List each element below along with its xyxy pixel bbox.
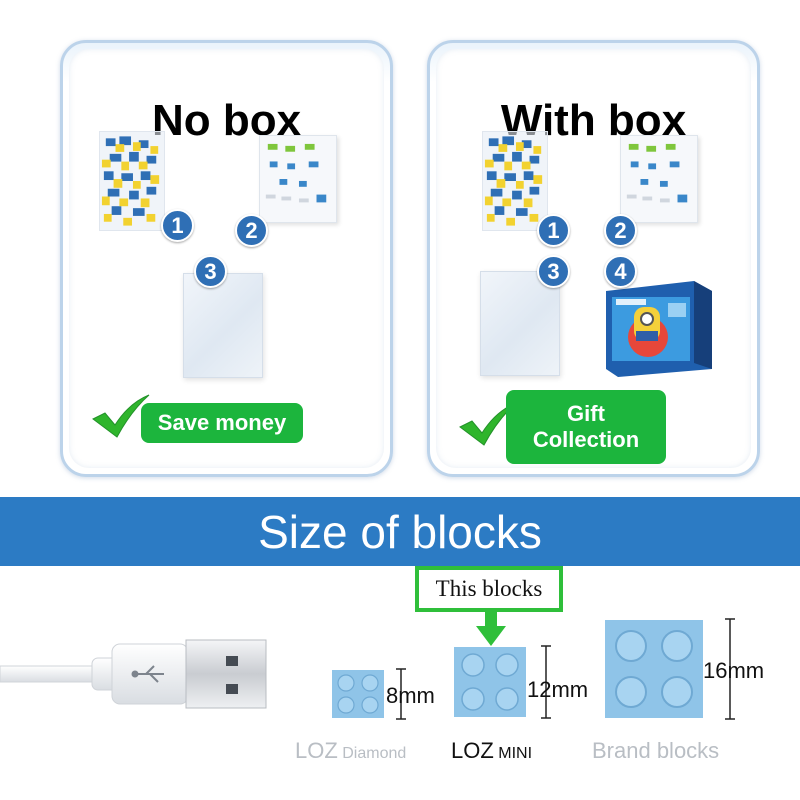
block-name-main: LOZ (451, 738, 494, 763)
dimension-bracket-16mm (723, 618, 737, 720)
size-of-blocks-banner: Size of blocks (0, 497, 800, 566)
number-badge-1: 1 (537, 214, 570, 247)
parts-bag-image (99, 131, 165, 231)
gift-collection-badge: Gift Collection (506, 390, 666, 464)
brand-block (605, 620, 703, 718)
number-badge-3: 3 (537, 255, 570, 288)
plastic-bag-image (480, 271, 560, 376)
number-badge-3: 3 (194, 255, 227, 288)
block-name-brand: Brand blocks (592, 738, 720, 763)
save-money-badge: Save money (141, 403, 303, 443)
benefit-line-1: Gift (567, 400, 605, 426)
loz-diamond-block (332, 670, 384, 718)
arrow-down-icon (476, 610, 506, 646)
loz-mini-block (454, 647, 526, 717)
instruction-manual-image (259, 135, 337, 223)
number-badge-2: 2 (235, 214, 268, 247)
usb-symbol-icon (131, 665, 164, 683)
block-name-sub: Diamond (342, 745, 407, 762)
dimension-bracket-8mm (394, 668, 408, 720)
with-box-title: With box (500, 96, 687, 145)
block-name-sub: MINI (498, 745, 533, 762)
dimension-bracket-12mm (539, 645, 553, 719)
number-badge-2: 2 (604, 214, 637, 247)
number-badge-1: 1 (161, 209, 194, 242)
instruction-manual-image (620, 135, 698, 223)
parts-bag-image (482, 131, 548, 231)
block-name-loz-mini: LOZ MINI (451, 740, 532, 762)
with-box-panel: With box (427, 40, 760, 477)
this-blocks-callout: This blocks (415, 566, 563, 612)
block-name-loz-diamond: LOZ Diamond (295, 740, 406, 762)
number-badge-4: 4 (604, 255, 637, 288)
size-label-8mm: 8mm (386, 683, 435, 708)
gift-box-image (598, 277, 714, 377)
usb-cable-image (0, 622, 272, 730)
no-box-panel: No box 1 2 3 (60, 40, 393, 477)
plastic-bag-image (183, 273, 263, 378)
block-name-main: LOZ (295, 738, 338, 763)
no-box-panel-inner (69, 49, 384, 468)
check-mark-icon (91, 393, 151, 439)
size-label-16mm: 16mm (703, 658, 765, 683)
size-label-12mm: 12mm (527, 677, 589, 702)
benefit-line-2: Collection (532, 427, 640, 452)
